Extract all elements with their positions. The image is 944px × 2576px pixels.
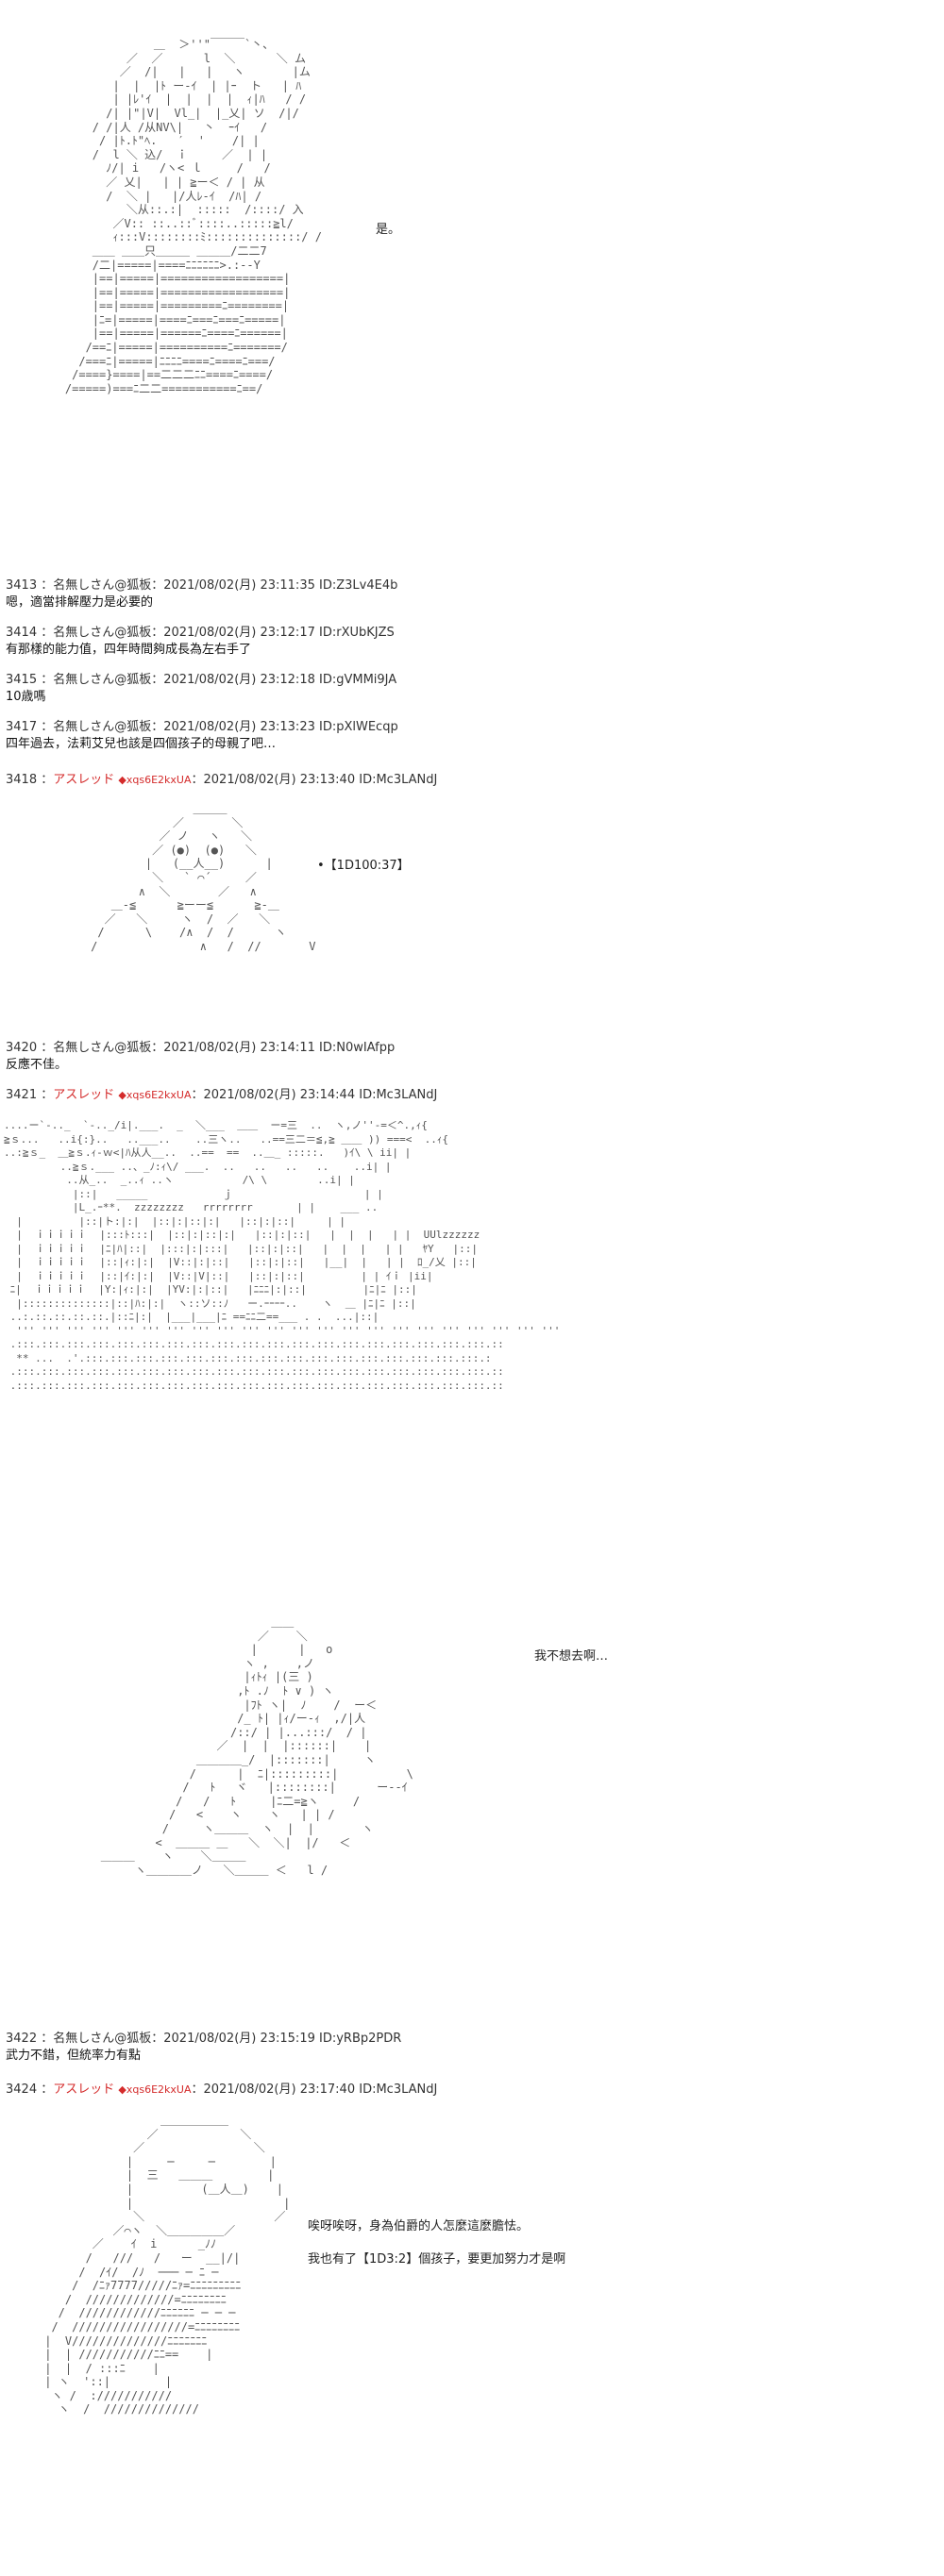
post-3418: 3418 ：アスレッド ◆xqs6E2kxUA：2021/08/02(月) 23… — [6, 772, 437, 789]
author-trip: ◆xqs6E2kxUA — [118, 2083, 192, 2096]
post-body: 嗯，適當排解壓力是必要的 — [6, 595, 154, 610]
post-header: 3415 ：名無しさん@狐板：2021/08/02(月) 23:12:18 ID… — [6, 673, 397, 687]
author-name: アスレッド — [53, 1088, 115, 1102]
post-header: 3422 ：名無しさん@狐板：2021/08/02(月) 23:15:19 ID… — [6, 2032, 402, 2046]
post-body: 反應不佳。 — [6, 1058, 68, 1072]
post-3413: 3413 ：名無しさん@狐板：2021/08/02(月) 23:11:35 ID… — [6, 577, 397, 611]
post-body: 10歳嗎 — [6, 690, 46, 704]
ascii-art-girl: ＿ ＞''"￣￣￣`丶、 ／ ／ l ＼ ＼ ム ／ /| | | ヽ |ム |… — [64, 38, 322, 395]
post-3414: 3414 ：名無しさん@狐板：2021/08/02(月) 23:12:17 ID… — [6, 625, 395, 659]
post-3424: 3424 ：アスレッド ◆xqs6E2kxUA：2021/08/02(月) 23… — [6, 2082, 437, 2099]
post-header: 3417 ：名無しさん@狐板：2021/08/02(月) 23:13:23 ID… — [6, 720, 398, 734]
post-body: 四年過去，法莉艾兒也該是四個孩子的母親了吧… — [6, 737, 277, 751]
post-header: 3420 ：名無しさん@狐板：2021/08/02(月) 23:14:11 ID… — [6, 1041, 396, 1055]
post-header: 3414 ：名無しさん@狐板：2021/08/02(月) 23:12:17 ID… — [6, 626, 395, 640]
speech-knight: 我不想去啊… — [534, 1649, 609, 1664]
ascii-art-knight: ＿＿ ／ ＼ | | o ヽ , ,ノ |ｨﾄｨ |(三 ) — [100, 1615, 413, 1877]
post-body: 有那樣的能力值，四年時間夠成長為左右手了 — [6, 643, 252, 657]
post-3422: 3422 ：名無しさん@狐板：2021/08/02(月) 23:15:19 ID… — [6, 2031, 401, 2065]
post-3415: 3415 ：名無しさん@狐板：2021/08/02(月) 23:12:18 ID… — [6, 672, 396, 706]
post-header: 3424 ：アスレッド ◆xqs6E2kxUA：2021/08/02(月) 23… — [6, 2083, 438, 2097]
post-3417: 3417 ：名無しさん@狐板：2021/08/02(月) 23:13:23 ID… — [6, 719, 398, 753]
ascii-art-town: ....ー`-.._ `-.._/i|.___. _ ＼___ ＿＿ ー=三 .… — [4, 1119, 561, 1392]
post-header: 3421 ：アスレッド ◆xqs6E2kxUA：2021/08/02(月) 23… — [6, 1088, 438, 1102]
post-header: 3413 ：名無しさん@狐板：2021/08/02(月) 23:11:35 ID… — [6, 578, 398, 593]
speech-girl: 是。 — [376, 223, 401, 237]
post-3420: 3420 ：名無しさん@狐板：2021/08/02(月) 23:14:11 ID… — [6, 1040, 395, 1074]
ascii-art-lord: ＿＿＿＿＿＿ ／ ＼ ／ ＼ | ─ ─ | | 三 ＿＿＿ | | (＿人＿)… — [44, 2114, 291, 2417]
author-trip: ◆xqs6E2kxUA — [118, 774, 192, 786]
author-name: アスレッド — [53, 773, 115, 787]
author-trip: ◆xqs6E2kxUA — [118, 1089, 192, 1101]
speech-dice-1: •【1D100:37】 — [317, 859, 410, 873]
ascii-art-face: ＿＿＿ ／ ＼ ／ ノ ヽ ＼ ／ (●) (●) ＼ | (__人__) | … — [91, 802, 316, 953]
post-3421: 3421 ：アスレッド ◆xqs6E2kxUA：2021/08/02(月) 23… — [6, 1087, 437, 1104]
speech-lord-1: 唉呀唉呀，身為伯爵的人怎麼這麼膽怯。 — [308, 2219, 530, 2233]
post-body: 武力不錯，但統率力有點 — [6, 2049, 142, 2063]
speech-lord-2: 我也有了【1D3:2】個孩子，要更加努力才是啊 — [308, 2252, 566, 2267]
post-header: 3418 ：アスレッド ◆xqs6E2kxUA：2021/08/02(月) 23… — [6, 773, 438, 787]
author-name: アスレッド — [53, 2083, 115, 2097]
